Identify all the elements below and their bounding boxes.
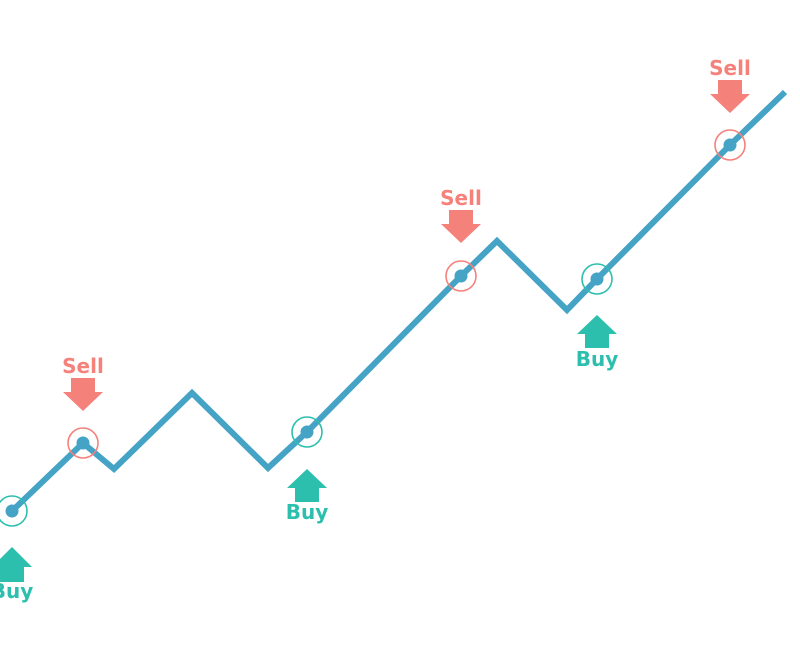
buy-signal: Buy [576,263,619,371]
sell-signal: Sell [440,186,482,292]
buy-signal: Buy [286,416,329,524]
down-arrow-icon [441,210,481,243]
signal-ring [67,427,99,459]
buy-signal: Buy [0,495,33,603]
sell-label: Sell [440,186,482,210]
up-arrow-icon [0,547,32,582]
signal-ring [291,416,323,448]
signal-ring [0,495,28,527]
sell-signal: Sell [709,56,751,161]
buy-label: Buy [286,500,329,524]
signal-ring [714,129,746,161]
signal-point [76,436,90,450]
buy-label: Buy [576,347,619,371]
signal-point [723,138,737,152]
sell-label: Sell [709,56,751,80]
buy-label: Buy [0,579,33,603]
price-line [9,89,788,514]
signal-point [5,504,19,518]
signal-ring [445,260,477,292]
down-arrow-icon [710,80,750,113]
sell-signal: Sell [62,354,104,459]
up-arrow-icon [287,469,327,502]
signal-point [590,272,604,286]
up-arrow-icon [577,315,617,348]
signal-ring [581,263,613,295]
signal-point [454,269,468,283]
sell-label: Sell [62,354,104,378]
down-arrow-icon [63,378,103,411]
signal-point [300,425,314,439]
